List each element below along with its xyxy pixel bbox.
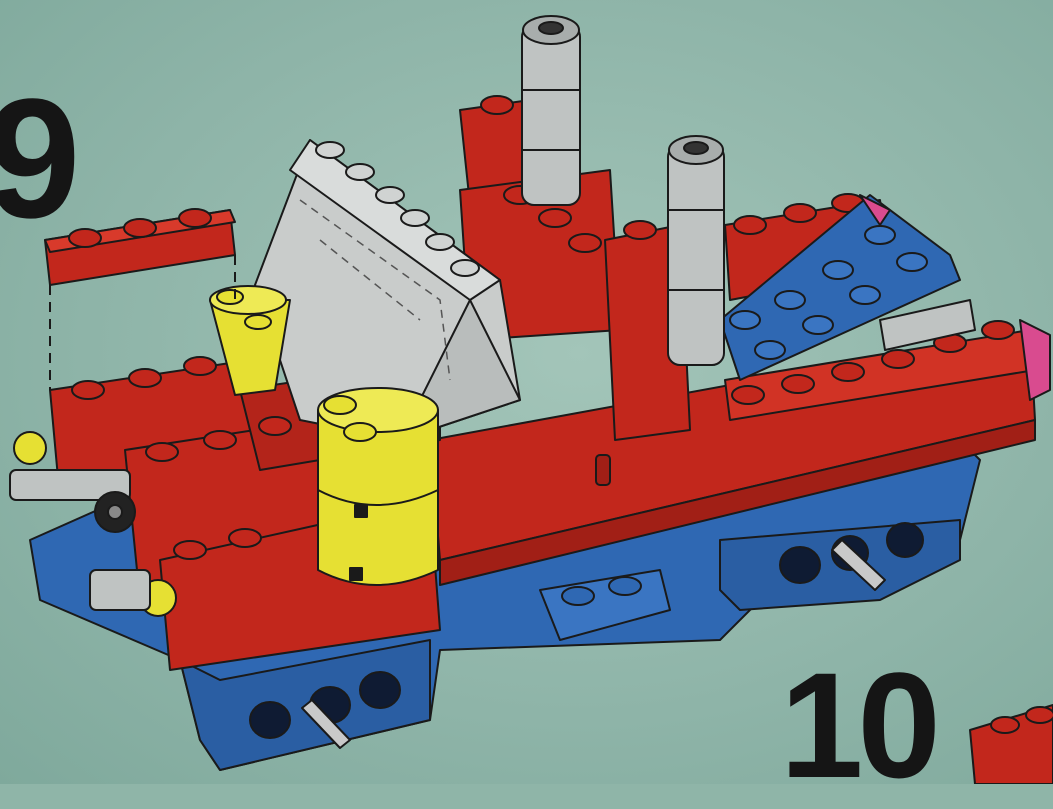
- blue-slope-plate: [719, 194, 1051, 401]
- assembly-guide-lines: [49, 255, 236, 390]
- step-number-next: 10: [780, 641, 941, 809]
- yellow-cylinder: [317, 387, 439, 586]
- next-step-model-partial: [969, 704, 1053, 784]
- side-lamps: [9, 431, 177, 617]
- grey-windshield: [254, 139, 521, 441]
- red-body: [44, 99, 1036, 671]
- yellow-cone: [209, 285, 291, 396]
- red-studs: [68, 95, 1015, 560]
- lego-model-illustration: [9, 15, 1053, 784]
- grey-chimney-right: [667, 135, 725, 366]
- grey-chimney-left: [521, 15, 581, 206]
- step-number-current: 9: [0, 64, 81, 254]
